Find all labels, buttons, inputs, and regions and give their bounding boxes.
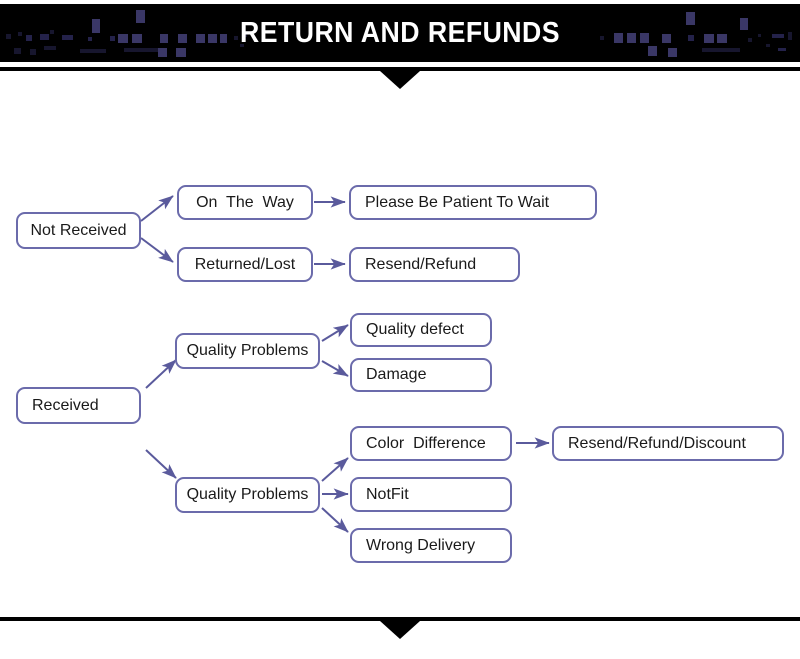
bottom-divider-rule [0, 617, 800, 621]
arrow-quality-problems-2-to-wrong-delivery [321, 507, 349, 533]
node-wrong-delivery[interactable]: Wrong Delivery [350, 528, 512, 563]
node-quality-defect[interactable]: Quality defect [350, 313, 492, 347]
arrow-received-to-quality-problems-2 [145, 449, 177, 479]
node-resend-refund[interactable]: Resend/Refund [349, 247, 520, 282]
arrow-received-to-quality-problems-1 [145, 359, 177, 389]
arrow-not-received-to-on-the-way [140, 195, 174, 222]
node-quality-problems-lower[interactable]: Quality Problems [175, 477, 320, 513]
page-title: RETURN AND REFUNDS [239, 16, 561, 49]
node-not-fit[interactable]: NotFit [350, 477, 512, 512]
bottom-triangle-marker [380, 621, 420, 639]
node-returned-lost[interactable]: Returned/Lost [177, 247, 313, 282]
arrow-quality-problems-2-to-color-difference [321, 457, 349, 482]
node-quality-problems-upper[interactable]: Quality Problems [175, 333, 320, 369]
node-please-be-patient-to-wait[interactable]: Please Be Patient To Wait [349, 185, 597, 220]
node-received[interactable]: Received [16, 387, 141, 424]
node-on-the-way[interactable]: On The Way [177, 185, 313, 220]
arrow-quality-problems-1-to-damage [321, 360, 349, 377]
node-resend-refund-discount[interactable]: Resend/Refund/Discount [552, 426, 784, 461]
node-damage[interactable]: Damage [350, 358, 492, 392]
node-color-difference[interactable]: Color Difference [350, 426, 512, 461]
arrow-not-received-to-returned-lost [140, 237, 174, 263]
pixel-pattern-decoration [0, 4, 800, 62]
arrow-quality-problems-1-to-quality-defect [321, 324, 349, 342]
node-not-received[interactable]: Not Received [16, 212, 141, 249]
top-divider-rule [0, 67, 800, 71]
top-triangle-marker [380, 71, 420, 89]
header-banner: RETURN AND REFUNDS [0, 4, 800, 62]
